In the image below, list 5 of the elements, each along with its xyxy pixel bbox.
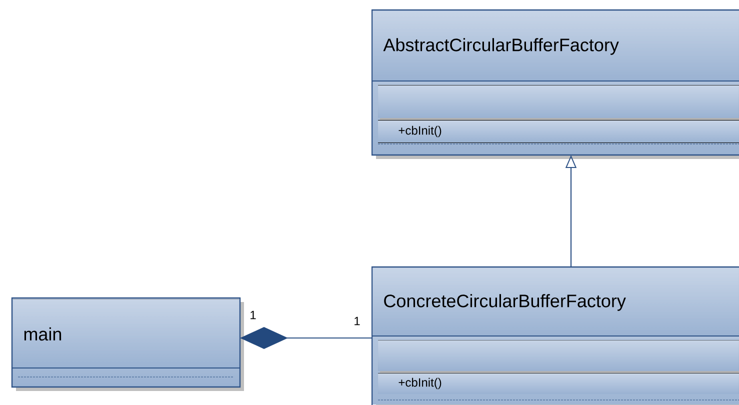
multiplicity-label: 1: [354, 316, 360, 326]
class-box: ConcreteCircularBufferFactory +cbInit(): [371, 266, 739, 405]
connector-line: [240, 327, 372, 349]
class-box: AbstractCircularBufferFactory +cbInit(): [371, 9, 739, 159]
class-box: main: [11, 297, 244, 391]
